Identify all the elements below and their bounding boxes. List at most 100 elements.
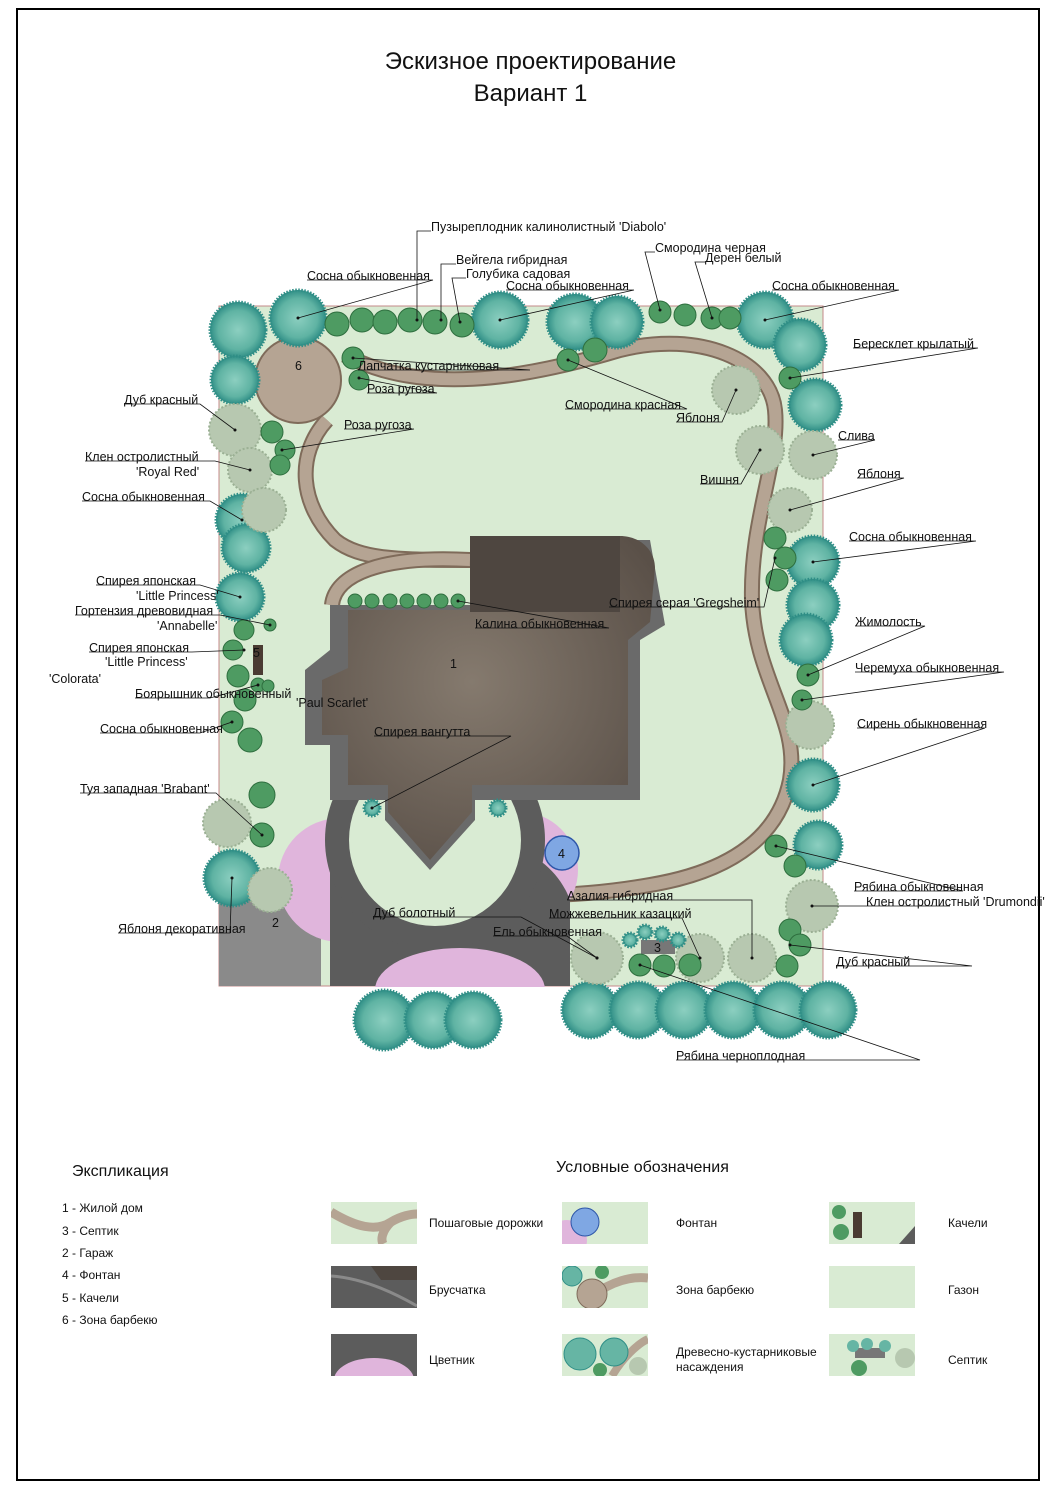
plant-label: Спирея японская xyxy=(96,574,196,588)
leader-line xyxy=(89,649,245,653)
planting-group xyxy=(202,288,858,1052)
leader-dot xyxy=(370,806,374,810)
septic-number: 3 xyxy=(654,941,661,955)
leader-line xyxy=(609,557,776,608)
plant-label: Сосна обыкновенная xyxy=(82,490,205,504)
leader-dot xyxy=(357,376,361,380)
leader-line xyxy=(789,347,979,379)
leader-line xyxy=(96,584,241,598)
swing xyxy=(253,645,263,675)
juniper-shrub xyxy=(653,925,671,943)
house-roof xyxy=(322,536,655,860)
juniper-shrub xyxy=(621,931,639,949)
shrub xyxy=(582,337,608,363)
leader-line xyxy=(135,684,259,699)
shrub xyxy=(348,369,370,391)
drawing-frame xyxy=(16,8,1040,1481)
leader-dot xyxy=(638,963,642,967)
shrub xyxy=(718,306,742,330)
house-number: 1 xyxy=(450,657,457,671)
explication-item-5: 5 - Качели xyxy=(62,1291,119,1305)
shrub xyxy=(347,593,363,609)
leader-dot xyxy=(811,560,815,564)
legend-swatch-lawn xyxy=(829,1266,915,1308)
conifer-tree xyxy=(589,294,645,350)
legend-label-paving: Брусчатка xyxy=(429,1283,486,1297)
leader-line xyxy=(457,600,610,629)
leader-dot xyxy=(256,683,260,687)
deciduous-tree xyxy=(785,700,835,750)
explication-title: Экспликация xyxy=(72,1163,169,1180)
plant-label: Дуб болотный xyxy=(373,906,455,920)
deciduous-tree xyxy=(241,487,287,533)
shrub xyxy=(449,312,475,338)
plant-label: Вишня xyxy=(700,473,739,487)
leader-dot xyxy=(658,308,662,312)
leader-line xyxy=(493,935,598,959)
conifer-tree xyxy=(778,612,834,668)
shrub xyxy=(248,781,276,809)
leader-line xyxy=(812,727,986,786)
leader-line xyxy=(694,261,713,319)
plant-label: Дерен белый xyxy=(705,251,782,265)
shrub xyxy=(397,307,423,333)
shrub xyxy=(783,854,807,878)
plant-label: Смородина черная xyxy=(655,241,766,255)
leader-dot xyxy=(439,318,443,322)
plant-label: Роза ругоза xyxy=(344,418,412,432)
leader-line xyxy=(124,403,236,431)
leader-line xyxy=(789,944,973,967)
explication-item-1: 1 - Жилой дом xyxy=(62,1201,143,1215)
leader-line xyxy=(639,964,921,1061)
leader-dot xyxy=(268,623,272,627)
explication-item-6: 6 - Зона барбекю xyxy=(62,1313,158,1327)
leader-dot xyxy=(758,448,762,452)
plant-label: Рябина черноплодная xyxy=(676,1049,805,1063)
legend-swatch-swing xyxy=(829,1202,915,1244)
leader-dot xyxy=(750,956,754,960)
shrub xyxy=(678,953,702,977)
plant-label: Бересклет крылатый xyxy=(853,337,974,351)
plant-label: Ель обыкновенная xyxy=(493,925,602,939)
leader-line xyxy=(373,916,598,959)
legend-label-septic: Септик xyxy=(948,1353,988,1367)
shrub xyxy=(269,454,291,476)
plant-label: Дуб красный xyxy=(124,393,198,407)
plant-label: Спирея вангутта xyxy=(374,725,470,739)
legend-label-planting: Древесно-кустарниковые насаждения xyxy=(676,1345,817,1374)
leader-line xyxy=(118,877,233,934)
legend-label-path: Пошаговые дорожки xyxy=(429,1216,544,1230)
plant-label: Сирень обыкновенная xyxy=(857,717,987,731)
plant-label: Сосна обыкновенная xyxy=(100,722,223,736)
leader-line xyxy=(700,449,761,485)
leader-dot xyxy=(773,556,777,560)
plant-label: Дуб красный xyxy=(836,955,910,969)
leader-dot xyxy=(230,876,234,880)
shrub xyxy=(372,309,398,335)
legend-label-flowerbed: Цветник xyxy=(429,1353,475,1367)
legend-swatch-path xyxy=(331,1202,417,1244)
leader-line xyxy=(775,845,964,892)
plant-label: Клен остролистный 'Drumondii' xyxy=(866,895,1045,909)
leader-dot xyxy=(810,904,814,908)
plant-label: Черемуха обыкновенная xyxy=(855,661,999,675)
site-plan: 1 4 5 3 2 6 Пузыреплодник калинолистный … xyxy=(49,220,1045,1063)
shrub xyxy=(648,300,672,324)
shrub xyxy=(775,954,799,978)
plant-label: Яблоня xyxy=(676,411,720,425)
legend-label-fountain: Фонтан xyxy=(676,1216,718,1230)
plant-label: Сосна обыкновенная xyxy=(506,279,629,293)
leader-dot xyxy=(458,320,462,324)
plant-label: 'Royal Red' xyxy=(136,465,199,479)
plant-label: Можжевельник казацкий xyxy=(549,907,692,921)
plant-label: 'Little Princess' xyxy=(105,655,188,669)
leader-dot xyxy=(710,316,714,320)
shrub xyxy=(433,593,449,609)
legend-swatch-septic xyxy=(829,1334,915,1376)
plant-label: Слива xyxy=(838,429,875,443)
plant-label: Азалия гибридная xyxy=(567,889,673,903)
fountain xyxy=(544,835,580,871)
shrub xyxy=(261,679,275,693)
shrub xyxy=(349,307,375,333)
leader-dot xyxy=(260,833,264,837)
